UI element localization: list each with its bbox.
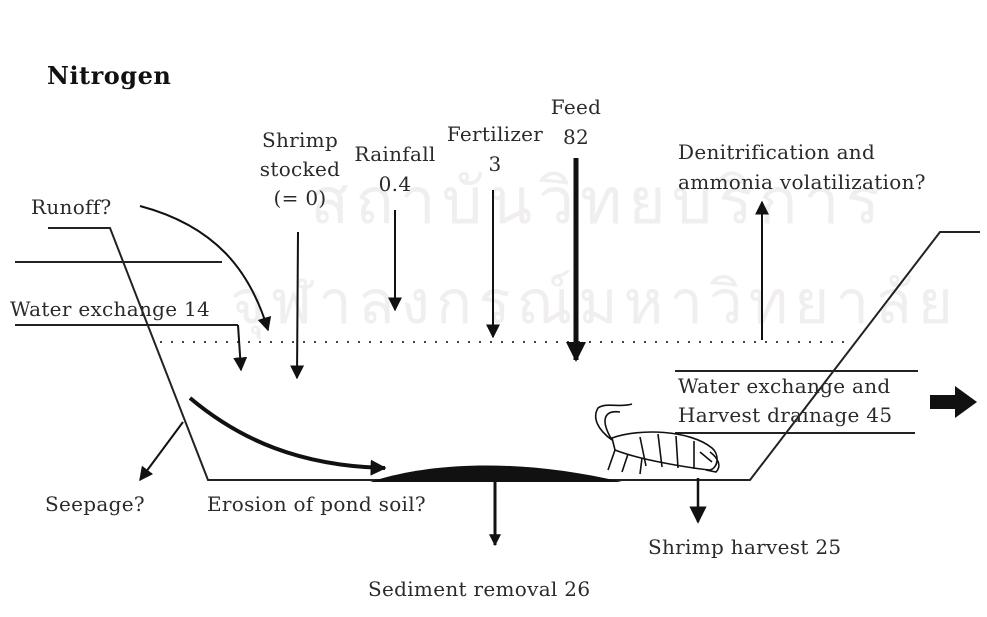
erosion-arrow <box>190 398 385 468</box>
runoff-label: Runoff? <box>31 195 112 219</box>
shrimp-stocked-arrow <box>297 232 298 378</box>
fertilizer-value: 3 <box>440 152 550 176</box>
shrimp-stocked-label-1: Shrimp <box>250 128 350 152</box>
shrimp-harvest-label: Shrimp harvest 25 <box>648 535 841 559</box>
denitrification-label-1: Denitrification and <box>678 140 875 164</box>
seepage-arrow <box>140 422 183 480</box>
shrimp-stocked-label-3: (= 0) <box>250 186 350 210</box>
water-exchange-in-label: Water exchange 14 <box>10 297 210 321</box>
water-exchange-in-arrow <box>238 325 241 370</box>
water-exchange-out-label-1: Water exchange and <box>678 374 891 398</box>
sediment-mound <box>370 465 622 482</box>
rainfall-value: 0.4 <box>345 172 445 196</box>
sediment-removal-label: Sediment removal 26 <box>368 577 590 601</box>
water-exchange-out-label-2: Harvest drainage 45 <box>678 403 892 427</box>
seepage-label: Seepage? <box>45 492 145 516</box>
erosion-label: Erosion of pond soil? <box>207 492 426 516</box>
fertilizer-label: Fertilizer <box>440 122 550 146</box>
diagram-title: Nitrogen <box>47 64 171 88</box>
rainfall-label: Rainfall <box>345 142 445 166</box>
feed-value: 82 <box>536 125 616 149</box>
pond-outline <box>48 228 980 480</box>
feed-label: Feed <box>536 95 616 119</box>
outlet-block-arrow <box>930 386 977 418</box>
shrimp-stocked-label-2: stocked <box>250 157 350 181</box>
denitrification-label-2: ammonia volatilization? <box>678 170 926 194</box>
